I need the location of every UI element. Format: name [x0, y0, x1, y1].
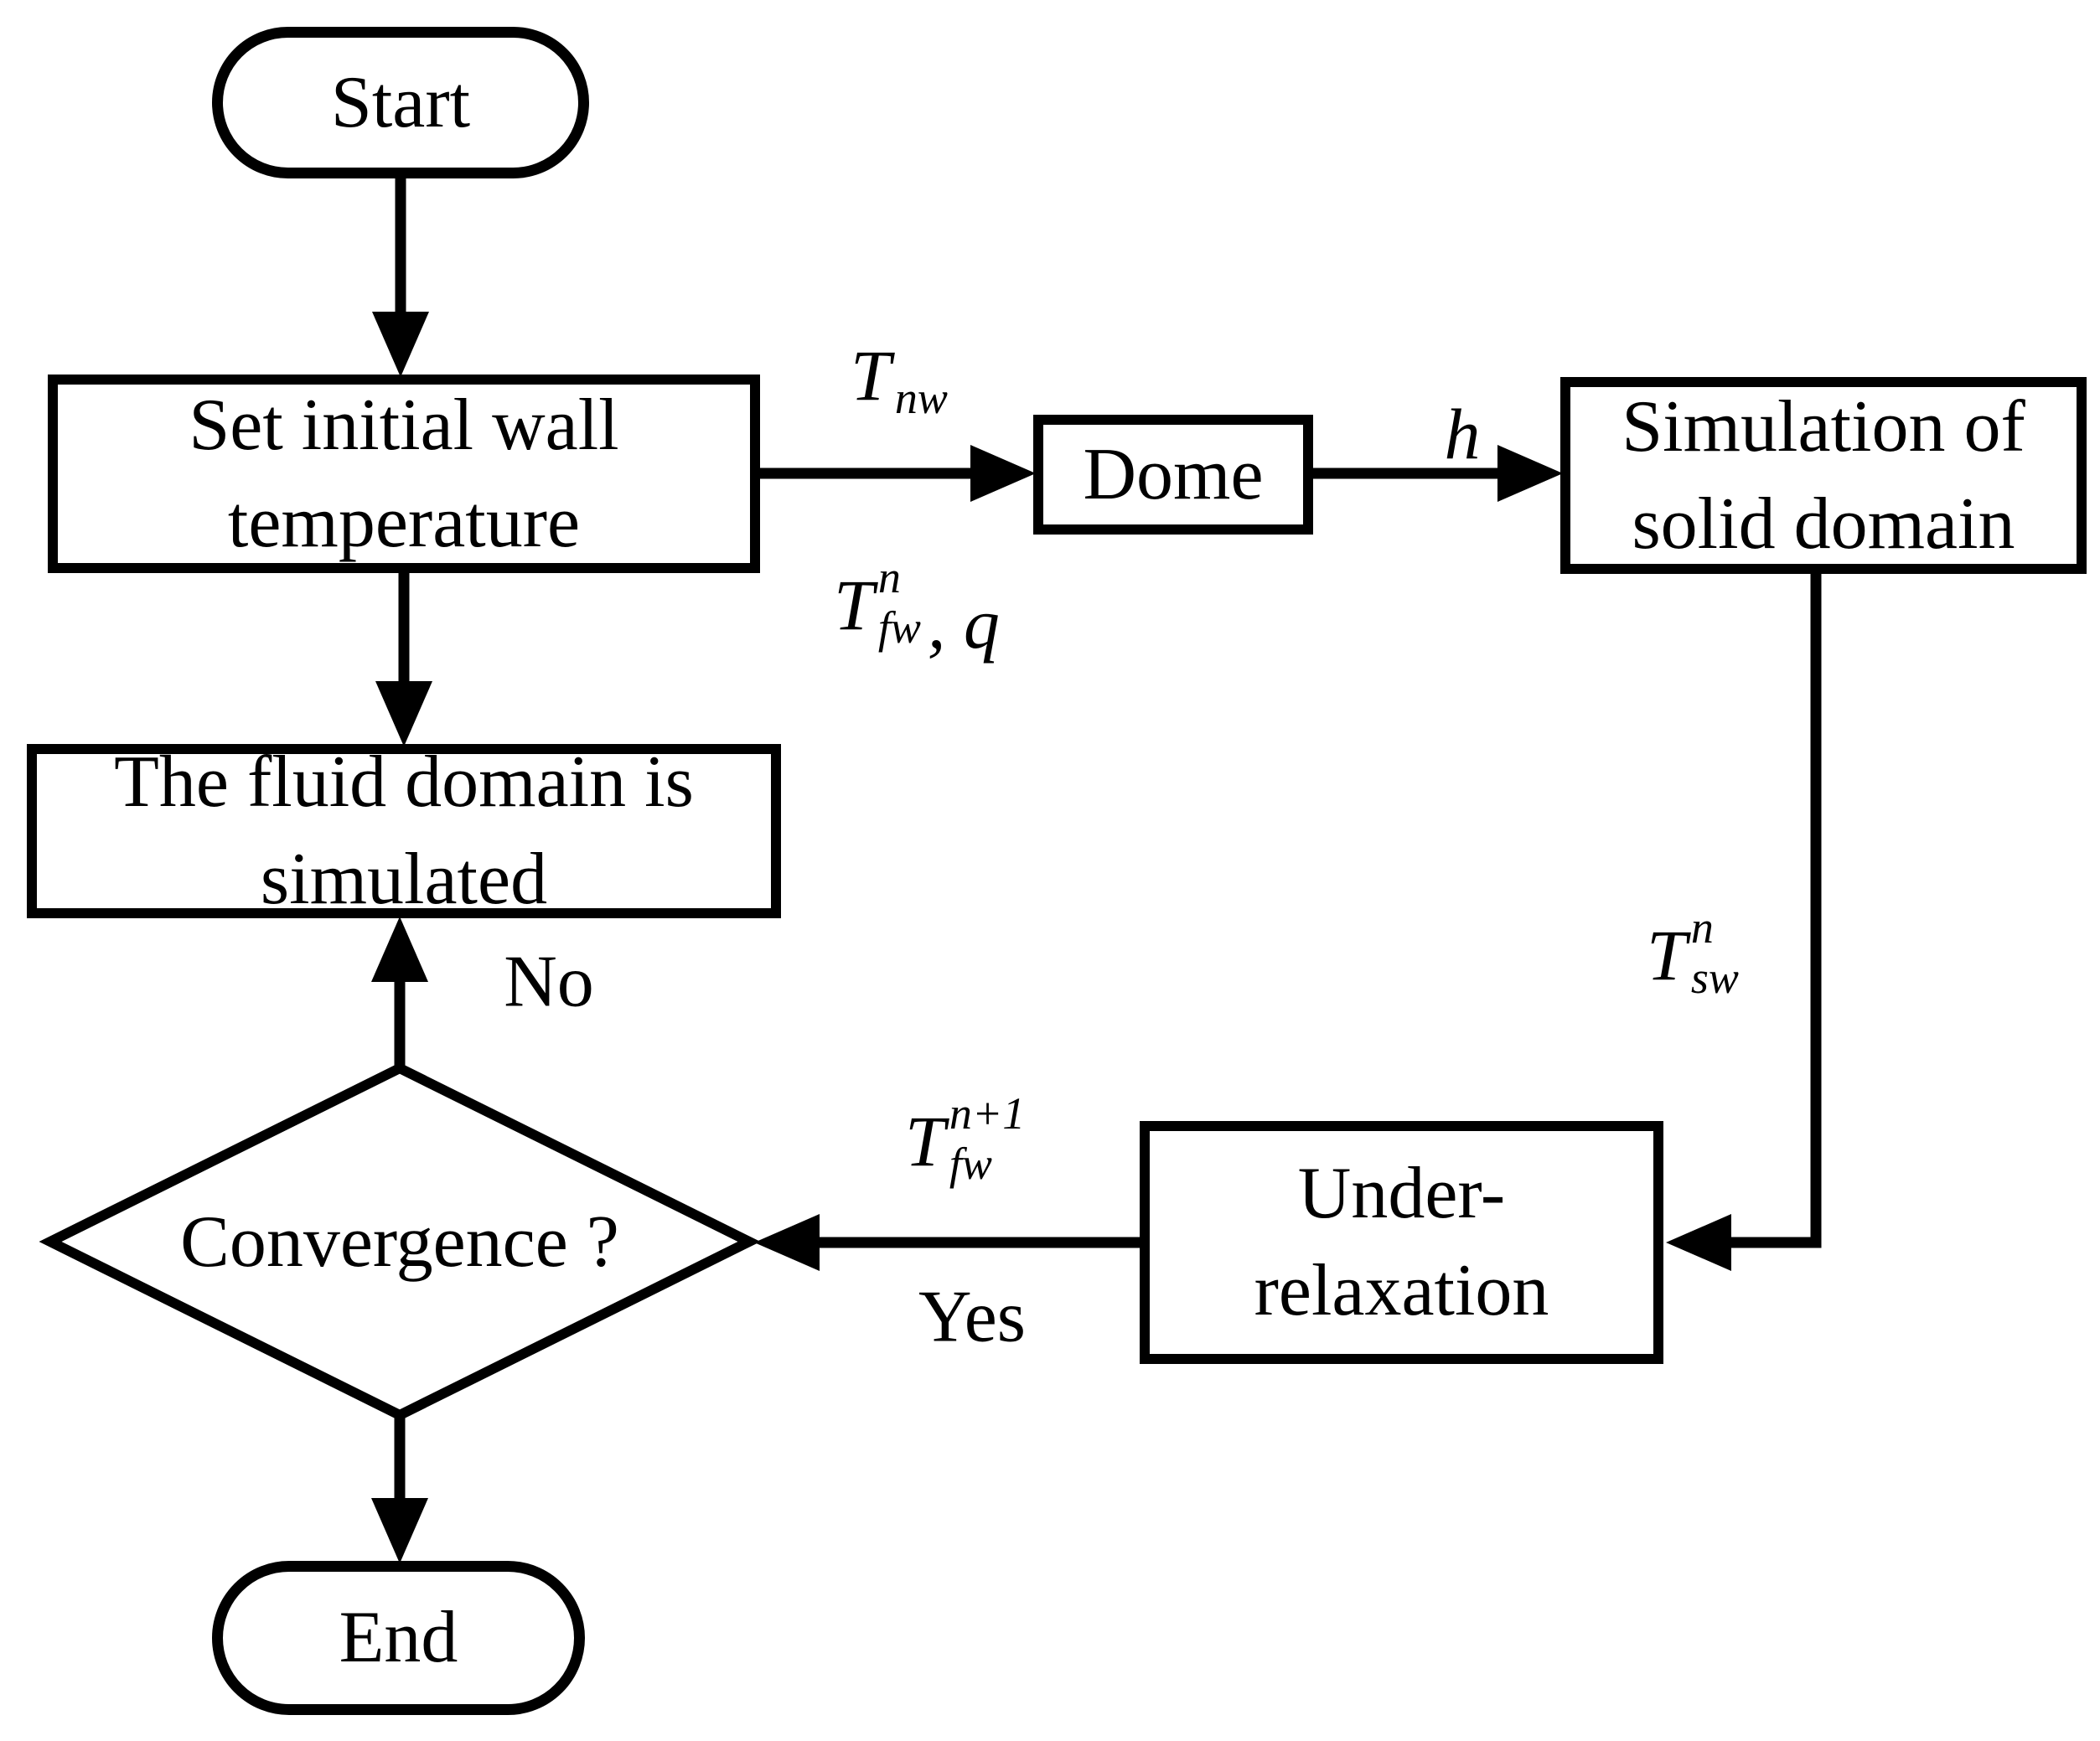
- end-node: End: [212, 1561, 585, 1715]
- label-t-fw-n-q: T n fw , q: [834, 552, 1000, 659]
- t-fw-n1-base: T: [905, 1101, 945, 1181]
- t-nw-sub: nw: [894, 373, 948, 423]
- label-t-fw-n-plus-1: T n+1 fw: [905, 1091, 1025, 1191]
- t-sw-n-sup: n: [1690, 902, 1714, 953]
- arrowhead-convergence-to-fluid: [371, 917, 428, 982]
- under-relax-line2: relaxation: [1254, 1250, 1549, 1331]
- h-base: h: [1444, 394, 1481, 474]
- set-initial-line1: Set initial wall: [189, 384, 619, 466]
- dome-label: Dome: [1083, 433, 1264, 515]
- fluid-sim-line1: The fluid domain is: [114, 741, 694, 823]
- start-label: Start: [330, 61, 471, 143]
- arrowhead-dome-to-solid: [1497, 445, 1563, 502]
- t-fw-n-q-suffix: , q: [927, 583, 1000, 664]
- end-label: End: [339, 1597, 458, 1678]
- under-relax-line1: Under-: [1297, 1153, 1506, 1234]
- t-fw-n-q-base: T: [834, 565, 874, 645]
- t-fw-n-q-sup: n: [877, 552, 901, 602]
- fluid-domain-simulated-node: The fluid domain is simulated: [27, 741, 781, 920]
- arrowhead-set-to-fluid: [375, 681, 432, 747]
- yes-label: Yes: [918, 1276, 1027, 1358]
- under-relaxation-node: Under- relaxation: [1140, 1121, 1663, 1364]
- t-sw-n-base: T: [1647, 915, 1687, 995]
- label-t-sw-n: T n sw: [1647, 905, 1739, 1005]
- set-initial-line2: temperature: [227, 481, 581, 563]
- edge-solid-to-under: [1725, 566, 1822, 1248]
- arrowhead-solid-to-under: [1666, 1214, 1731, 1271]
- set-initial-wall-temperature-node: Set initial wall temperature: [48, 375, 760, 573]
- convergence-label: Convergence ?: [180, 1201, 619, 1283]
- solid-sim-line2: solid domain: [1632, 483, 2015, 565]
- arrowhead-convergence-to-end: [371, 1498, 428, 1563]
- t-nw-base: T: [851, 335, 891, 416]
- arrowhead-under-to-convergence: [754, 1214, 820, 1271]
- solid-sim-line1: Simulation of: [1622, 385, 2025, 468]
- start-node: Start: [212, 27, 589, 178]
- simulation-solid-domain-node: Simulation of solid domain: [1560, 377, 2087, 574]
- label-h: h: [1445, 398, 1481, 470]
- t-fw-n-q-sub: fw: [877, 602, 921, 653]
- dome-node: Dome: [1033, 415, 1313, 535]
- t-fw-n1-sup: n+1: [949, 1088, 1026, 1139]
- arrowhead-start-to-set: [372, 312, 429, 377]
- no-label: No: [504, 941, 594, 1023]
- label-t-nw: T nw: [851, 325, 948, 426]
- arrowhead-set-to-dome: [970, 445, 1036, 502]
- t-sw-n-sub: sw: [1690, 953, 1739, 1003]
- t-fw-n1-sub: fw: [949, 1139, 992, 1189]
- fluid-sim-line2: simulated: [260, 839, 548, 920]
